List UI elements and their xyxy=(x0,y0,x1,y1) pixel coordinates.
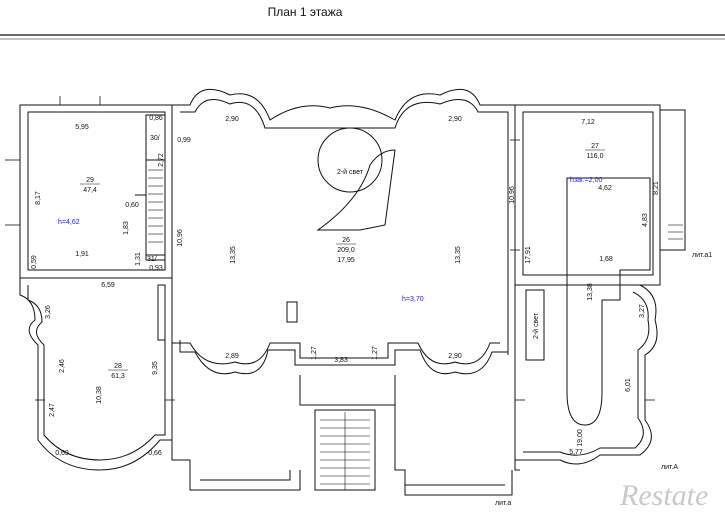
window-marks xyxy=(5,96,655,401)
room-26-area: 209,0 xyxy=(337,247,355,254)
room-29-height: h=4,62 xyxy=(58,219,80,226)
dim-label: 10,96 xyxy=(509,186,516,204)
dim-label: 2,46 xyxy=(59,359,66,373)
dim-label: 0,66 xyxy=(148,450,162,457)
room-28-area: 61,3 xyxy=(111,373,125,380)
dim-label: 13,35 xyxy=(455,246,462,264)
dim-label: 1,27 xyxy=(311,346,318,360)
dim-label: 3,27 xyxy=(639,304,646,318)
dim-label: 8,17 xyxy=(35,191,42,205)
dim-label: 1,91 xyxy=(75,251,89,258)
room-30-number: 30/ xyxy=(150,135,160,142)
dimension-labels: 5,95 8,17 0,60 1,83 2,72 0,86 0,99 1,91 … xyxy=(31,115,660,457)
room-27-number: 27 xyxy=(591,143,599,150)
dim-label: 0,60 xyxy=(125,202,139,209)
room-labels: 29 47,4 h=4,62 26 209,0 h=3,70 2-й свет … xyxy=(58,135,605,380)
plan-title: План 1 этажа xyxy=(268,5,343,19)
dim-label: 6,01 xyxy=(625,378,632,392)
dim-label: 13,35 xyxy=(230,246,237,264)
dim-label: 2,90 xyxy=(448,116,462,123)
dim-label: 1,27 xyxy=(372,346,379,360)
walls xyxy=(19,88,686,496)
dim-label: 0,69 xyxy=(55,450,69,457)
dim-label: 6,59 xyxy=(101,282,115,289)
dim-label: 0,93 xyxy=(149,265,163,272)
room-26-height: h=3,70 xyxy=(402,296,424,303)
dim-label: 10,38 xyxy=(96,386,103,404)
lit-a1-label: лит.а1 xyxy=(692,252,712,259)
dim-label: 13,38 xyxy=(587,283,594,301)
lit-A-label: лит.А xyxy=(661,464,678,471)
dim-label: 3,83 xyxy=(334,357,348,364)
dim-label: 1,68 xyxy=(599,256,613,263)
lit-a-label: лит.а xyxy=(495,500,511,507)
room-26-number: 26 xyxy=(342,237,350,244)
dim-label: 8,21 xyxy=(653,181,660,195)
room-27-area: 116,0 xyxy=(587,153,604,160)
dim-label: 19,00 xyxy=(577,429,584,447)
room-26-second-light: 2-й свет xyxy=(337,168,364,176)
room-31-number: 31/ xyxy=(147,256,157,263)
dim-label: 0,86 xyxy=(149,115,163,122)
dim-label: 4,62 xyxy=(598,185,612,192)
dim-label: 2,72 xyxy=(158,153,165,167)
dim-label: 2,47 xyxy=(49,403,56,417)
dim-label: 0,59 xyxy=(31,255,38,269)
dim-label: 1,31 xyxy=(135,252,142,266)
dim-label: 17,95 xyxy=(337,257,355,264)
dim-label: 2,89 xyxy=(225,353,239,360)
dim-label: 2,90 xyxy=(225,116,239,123)
dim-label: 7,12 xyxy=(581,119,595,126)
dim-label: 1,83 xyxy=(123,221,130,235)
dim-label: 17,91 xyxy=(525,246,532,264)
dim-label: 3,26 xyxy=(45,305,52,319)
dim-label: 5,77 xyxy=(569,449,583,456)
dim-label: 9,35 xyxy=(152,361,159,375)
dim-label: 0,99 xyxy=(177,137,191,144)
dim-label: 2,90 xyxy=(448,353,462,360)
stair-treads xyxy=(148,169,683,490)
dim-label: 10,96 xyxy=(177,229,184,247)
watermark-logo: Restate xyxy=(619,479,708,512)
dim-label: 5,95 xyxy=(75,124,89,131)
room-27-second-light: 2-й свет xyxy=(532,312,540,339)
room-28-number: 28 xyxy=(114,363,122,370)
room-29-area: 47,4 xyxy=(83,187,97,194)
room-27-height: hзаг.=2,00 xyxy=(570,177,602,184)
dim-label: 4,83 xyxy=(642,213,649,227)
room-29-number: 29 xyxy=(86,177,94,184)
